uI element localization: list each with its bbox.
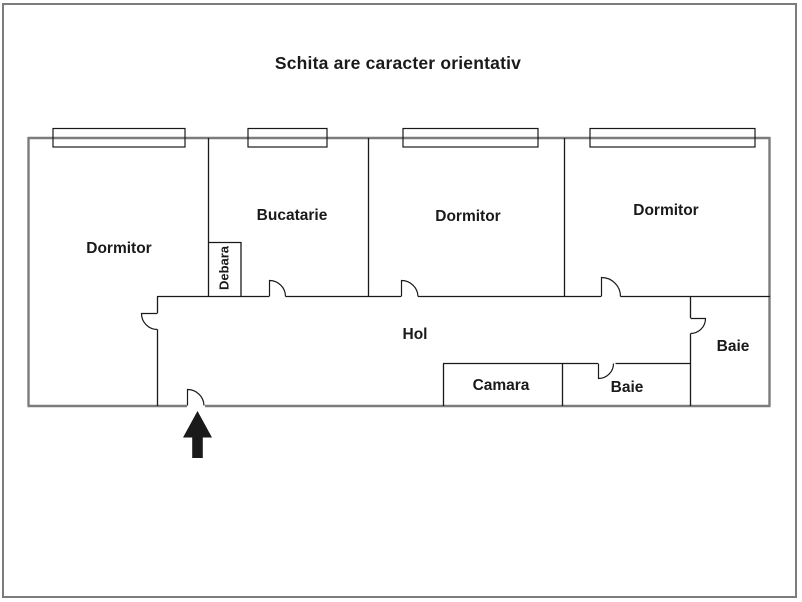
door-baie1 <box>597 363 615 380</box>
interior-walls <box>156 138 770 406</box>
door-symbols <box>140 276 707 406</box>
room-label-camara: Camara <box>472 377 530 394</box>
outer-walls <box>27 136 771 408</box>
door-dormitor3 <box>600 276 622 297</box>
door-baie2 <box>690 317 707 335</box>
window-dormitor1 <box>52 127 186 148</box>
door-dormitor1 <box>140 312 158 331</box>
door-dormitor2 <box>400 279 419 297</box>
window-symbols <box>52 127 756 148</box>
window-dormitor3 <box>589 127 756 148</box>
room-label-dormitor-2: Dormitor <box>435 208 501 225</box>
window-dormitor2 <box>402 127 539 148</box>
room-label-bucatarie: Bucatarie <box>256 207 328 224</box>
room-label-baie-lower: Baie <box>610 379 644 396</box>
window-bucatarie <box>247 127 328 148</box>
room-label-dormitor-1: Dormitor <box>86 240 152 257</box>
room-label-dormitor-3: Dormitor <box>633 202 699 219</box>
room-label-debara: Debara <box>216 245 232 291</box>
room-label-baie-right: Baie <box>716 338 750 355</box>
door-bucatarie <box>268 279 287 297</box>
room-label-hol: Hol <box>402 326 428 343</box>
page-title: Schita are caracter orientativ <box>274 53 522 73</box>
door-entrance <box>186 388 205 406</box>
page-border <box>2 3 797 598</box>
entrance-arrow-icon <box>183 411 212 458</box>
